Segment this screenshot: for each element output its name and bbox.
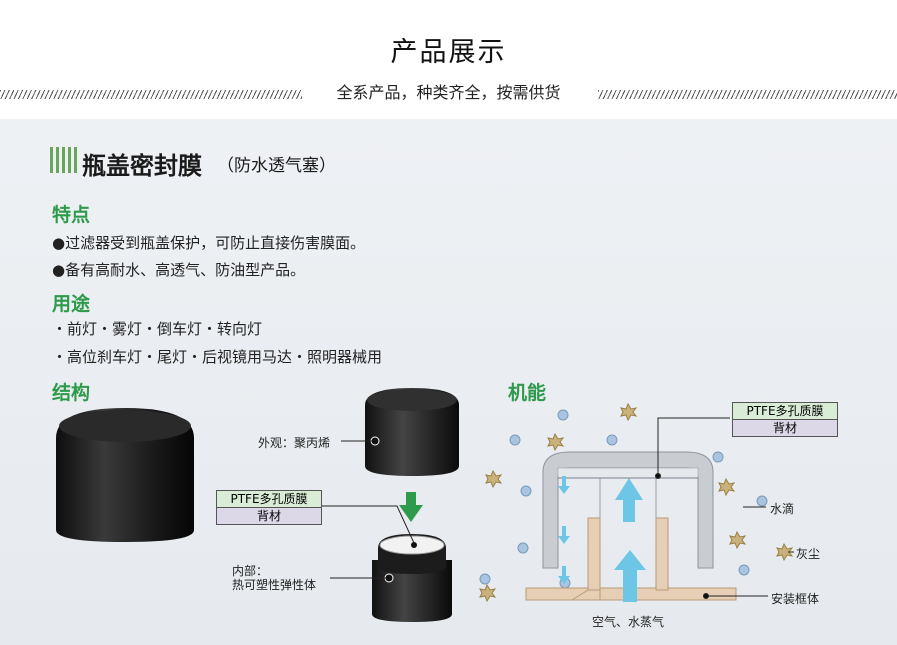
function-membrane-box: PTFE多孔质膜 背材 <box>732 402 838 437</box>
function-backing-label: 背材 <box>733 420 837 436</box>
water-label: 水滴 <box>770 502 795 516</box>
interior-label: 内部： <box>232 564 269 578</box>
interior-material-label: 热可塑性弹性体 <box>232 578 317 592</box>
black-cap-photo <box>56 408 194 542</box>
hatch-divider-left <box>0 90 302 99</box>
page-title: 产品展示 <box>390 37 507 68</box>
feature-item: ●备有高耐水、高透气、防油型产品。 <box>52 261 306 279</box>
dust-icons <box>479 402 794 603</box>
water-drop-icons <box>479 409 768 589</box>
features-heading: 特点 <box>52 204 91 226</box>
title-bars-icon <box>50 147 77 173</box>
product-title-note: （防水透气塞） <box>217 156 336 176</box>
use-item: ・前灯・雾灯・倒车灯・转向灯 <box>52 320 263 338</box>
airflow-arrows <box>558 476 646 602</box>
product-title: 瓶盖密封膜 <box>82 152 202 180</box>
hatch-divider-right <box>598 90 897 99</box>
feature-item: ●过滤器受到瓶盖保护，可防止直接伤害膜面。 <box>52 234 366 252</box>
frame-label: 安装框体 <box>771 592 820 606</box>
interior-part <box>320 505 452 622</box>
green-down-arrow <box>399 492 423 522</box>
product-panel <box>0 119 897 645</box>
dust-label: 灰尘 <box>796 547 821 561</box>
function-heading: 机能 <box>508 382 547 404</box>
exterior-cap <box>341 388 459 476</box>
exterior-label: 外观：聚丙烯 <box>258 436 331 450</box>
backing-label: 背材 <box>217 508 321 524</box>
uses-heading: 用途 <box>52 293 91 315</box>
function-membrane-label: PTFE多孔质膜 <box>733 403 837 420</box>
air-vapor-label: 空气、水蒸气 <box>592 615 665 629</box>
membrane-label: PTFE多孔质膜 <box>217 491 321 508</box>
structure-membrane-box: PTFE多孔质膜 背材 <box>216 490 322 525</box>
page-subtitle: 全系产品，种类齐全，按需供货 <box>336 83 561 102</box>
use-item: ・高位刹车灯・尾灯・后视镜用马达・照明器械用 <box>52 348 383 366</box>
leader-lines <box>655 417 794 599</box>
structure-heading: 结构 <box>52 382 91 404</box>
